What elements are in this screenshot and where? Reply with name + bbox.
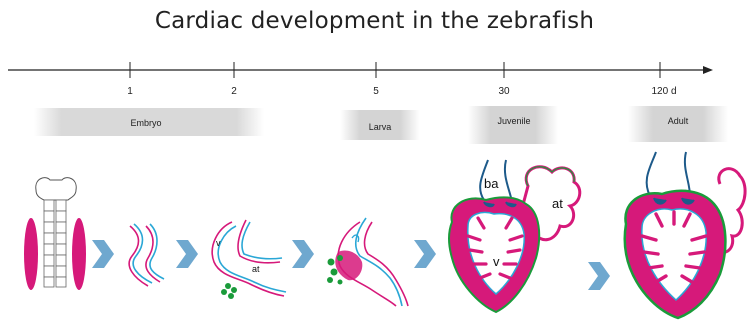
looping-heart xyxy=(212,220,286,299)
label-v-juvenile: v xyxy=(493,254,500,269)
heart-field-embryo xyxy=(24,178,86,290)
larval-heart xyxy=(327,218,408,306)
label-at-looping: at xyxy=(252,264,260,274)
tick-label-30: 30 xyxy=(498,86,510,97)
stage-bands: Embryo Larva Juvenile Adult xyxy=(34,106,728,144)
adult-heart xyxy=(625,152,745,318)
tick-label-120d: 120 d xyxy=(651,86,676,97)
tick-label-2: 2 xyxy=(231,86,237,97)
arrow-2 xyxy=(176,240,198,268)
label-ba: ba xyxy=(484,176,499,191)
stage-label-embryo: Embryo xyxy=(130,118,161,128)
juvenile-heart xyxy=(449,160,580,312)
label-v-looping: v xyxy=(216,238,221,248)
stage-label-juvenile: Juvenile xyxy=(497,116,530,126)
timeline-axis xyxy=(8,62,713,78)
heart-tube xyxy=(129,224,164,286)
arrow-5 xyxy=(588,262,610,290)
arrow-3 xyxy=(292,240,314,268)
stage-label-adult: Adult xyxy=(668,116,689,126)
label-at-juvenile: at xyxy=(552,196,563,211)
arrow-4 xyxy=(414,240,436,268)
arrow-1 xyxy=(92,240,114,268)
tick-label-1: 1 xyxy=(127,86,133,97)
timeline-tick-labels: 1 2 5 30 120 d xyxy=(127,86,676,97)
stage-label-larva: Larva xyxy=(369,122,392,132)
tick-label-5: 5 xyxy=(373,86,379,97)
